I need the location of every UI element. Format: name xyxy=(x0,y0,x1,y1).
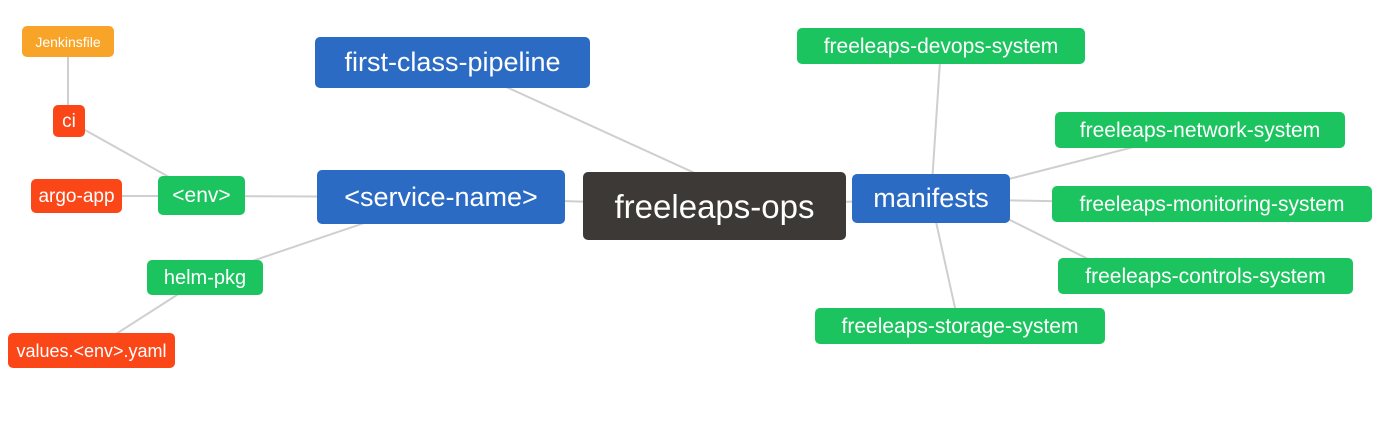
node-storage-system[interactable]: freeleaps-storage-system xyxy=(815,308,1105,344)
edge-first-class-pipeline-freeleaps-ops xyxy=(479,74,711,181)
node-service-name[interactable]: <service-name> xyxy=(317,170,565,224)
node-network-system[interactable]: freeleaps-network-system xyxy=(1055,112,1345,148)
node-devops-system[interactable]: freeleaps-devops-system xyxy=(797,28,1085,64)
node-jenkinsfile[interactable]: Jenkinsfile xyxy=(22,26,114,57)
edge-manifests-devops-system xyxy=(930,45,942,200)
node-controls-system[interactable]: freeleaps-controls-system xyxy=(1058,258,1353,294)
node-helm-pkg[interactable]: helm-pkg xyxy=(147,260,263,295)
node-values-env-yaml[interactable]: values.<env>.yaml xyxy=(8,333,175,368)
node-env[interactable]: <env> xyxy=(158,176,245,215)
node-manifests[interactable]: manifests xyxy=(852,174,1010,223)
node-first-class-pipeline[interactable]: first-class-pipeline xyxy=(315,37,590,88)
node-ci[interactable]: ci xyxy=(53,105,85,137)
node-freeleaps-ops[interactable]: freeleaps-ops xyxy=(583,172,846,240)
node-argo-app[interactable]: argo-app xyxy=(31,179,122,213)
node-monitoring-system[interactable]: freeleaps-monitoring-system xyxy=(1052,186,1372,222)
